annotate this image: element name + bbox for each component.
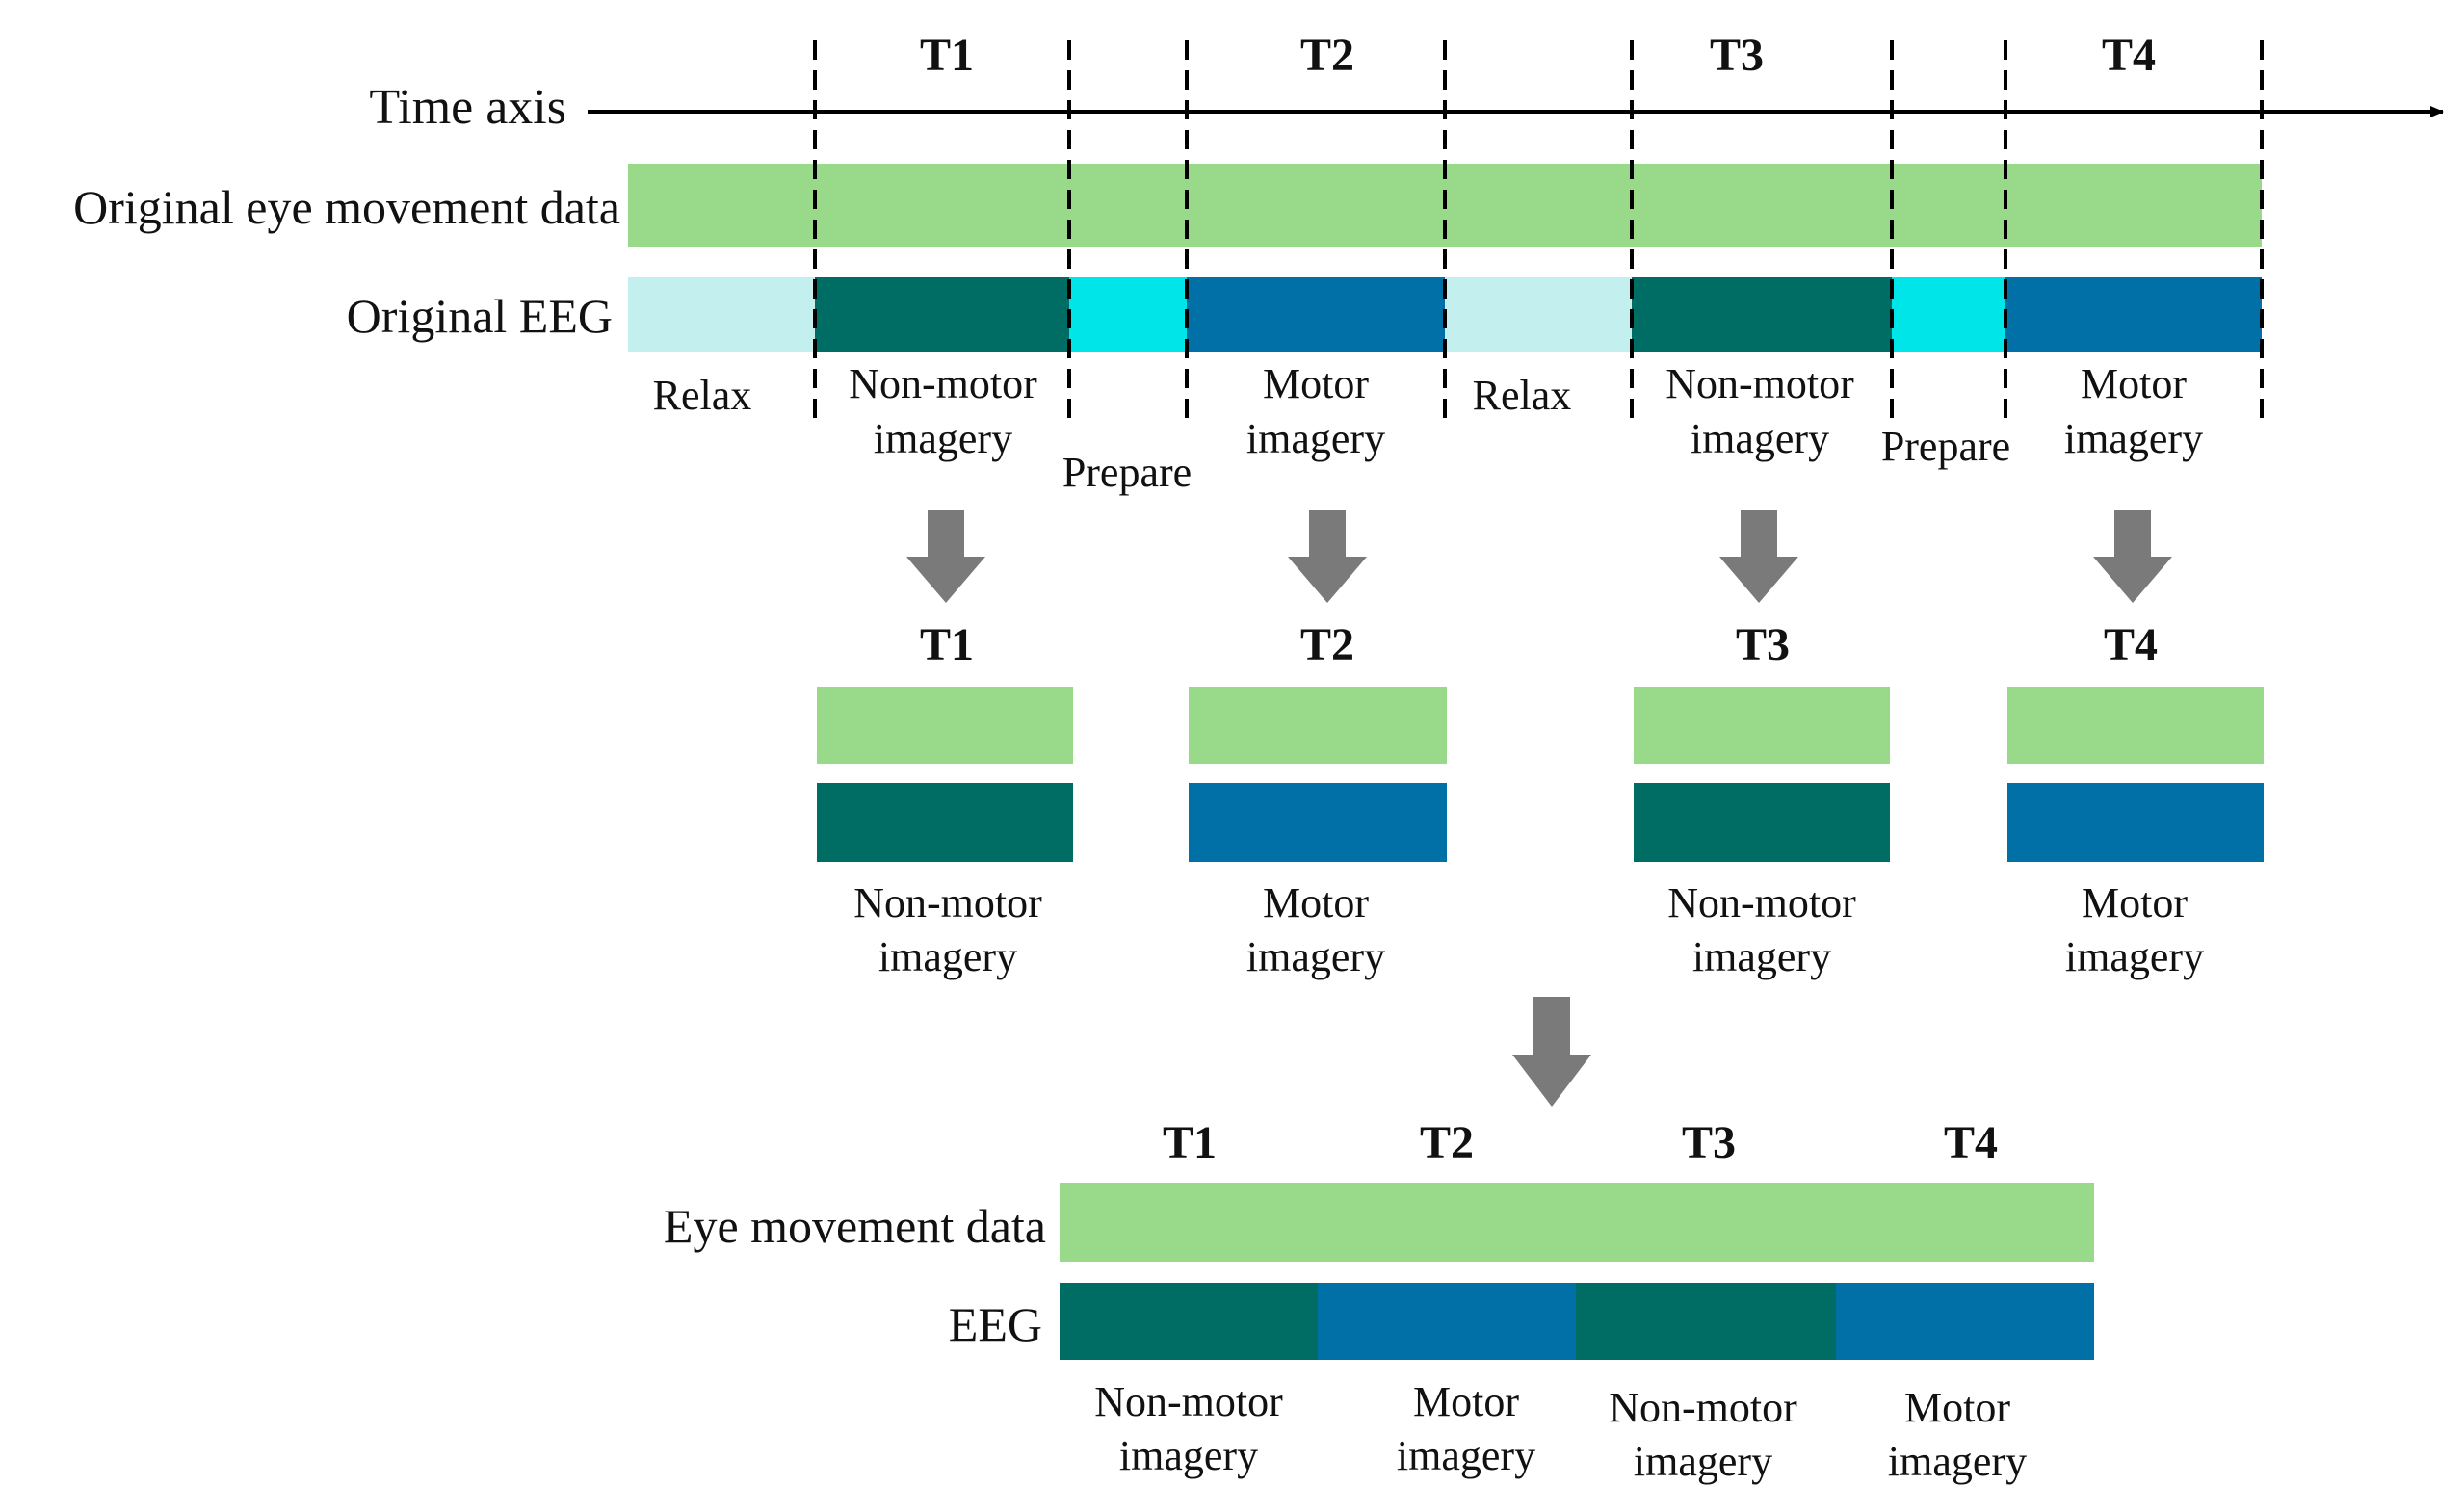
bottom-label-t1-line2: imagery [1119, 1432, 1258, 1479]
top-trial-t2: T2 [1300, 30, 1354, 81]
mid-label-t3-line1: Non-motor [1667, 879, 1856, 926]
eeg-segment-motor-t4 [2005, 277, 2262, 352]
bottom-eeg-block-t2 [1318, 1283, 1576, 1360]
mid-eeg-block-t1 [817, 783, 1073, 862]
mid-eeg-block-t2 [1189, 783, 1447, 862]
mid-eye-block-t1 [817, 687, 1073, 764]
eeg-segment-prepare-1 [1069, 277, 1187, 352]
segment-label-non-motor-t3-line1: Non-motor [1665, 360, 1854, 407]
top-trial-t4: T4 [2102, 30, 2156, 81]
original-eeg-label: Original EEG [347, 289, 613, 343]
trial-boundaries [813, 40, 2264, 426]
mid-trial-t2: T2 [1300, 619, 1354, 670]
segment-label-prepare-1: Prepare [1062, 449, 1192, 496]
eeg-segment-relax-2 [1445, 277, 1632, 352]
bottom-eeg-block-t3 [1576, 1283, 1836, 1360]
bottom-label-t1-line1: Non-motor [1094, 1378, 1283, 1425]
mid-trial-t1: T1 [920, 619, 974, 670]
eeg-segment-non-motor-t1 [815, 277, 1069, 352]
down-arrow-t3 [1719, 510, 1798, 603]
top-trial-t1: T1 [920, 30, 974, 81]
down-arrow-t1 [906, 510, 985, 603]
mid-trial-t3: T3 [1736, 619, 1790, 670]
mid-eye-block-t3 [1634, 687, 1890, 764]
bottom-eeg-block-t4 [1836, 1283, 2094, 1360]
mid-label-t3-line2: imagery [1692, 933, 1831, 980]
segment-label-prepare-2: Prepare [1881, 423, 2010, 470]
bottom-eeg-label: EEG [949, 1297, 1042, 1351]
eeg-segment-relax-1 [628, 277, 815, 352]
bottom-label-t4-line2: imagery [1888, 1438, 2027, 1485]
bottom-eeg-block-t1 [1060, 1283, 1318, 1360]
down-arrow-t4 [2093, 510, 2172, 603]
mid-label-t1-line1: Non-motor [853, 879, 1042, 926]
bottom-label-t2-line2: imagery [1397, 1432, 1535, 1479]
segment-label-motor-t2-line2: imagery [1246, 415, 1385, 462]
down-arrow-t2 [1288, 510, 1367, 603]
segment-label-non-motor-t1-line1: Non-motor [849, 360, 1037, 407]
mid-eye-block-t2 [1189, 687, 1447, 764]
bottom-eye-label: Eye movement data [664, 1199, 1046, 1253]
original-eye-label: Original eye movement data [73, 180, 620, 234]
mid-label-t1-line2: imagery [878, 933, 1017, 980]
bottom-label-t2-line1: Motor [1413, 1378, 1519, 1425]
top-section: Time axis T1 T2 T3 T4 Original eye movem… [73, 30, 2444, 496]
bottom-label-t4-line1: Motor [1904, 1384, 2010, 1431]
bottom-eye-movement-bar [1060, 1183, 2094, 1262]
bottom-trial-t3: T3 [1682, 1117, 1736, 1168]
bottom-trial-t2: T2 [1420, 1117, 1474, 1168]
time-axis-label: Time axis [369, 80, 566, 135]
segment-label-motor-t4-line2: imagery [2064, 415, 2203, 462]
segment-label-relax-1: Relax [653, 372, 752, 419]
mid-label-t2-line1: Motor [1263, 879, 1369, 926]
segment-label-motor-t4-line1: Motor [2081, 360, 2187, 407]
mid-label-t4-line2: imagery [2065, 933, 2204, 980]
middle-section: T1 T2 T3 T4 Non-motor imagery Motor imag… [817, 619, 2264, 980]
extraction-arrows [906, 510, 2172, 603]
segment-label-motor-t2-line1: Motor [1263, 360, 1369, 407]
mid-label-t2-line2: imagery [1246, 933, 1385, 980]
eeg-segment-motor-t2 [1187, 277, 1445, 352]
eeg-segment-prepare-2 [1892, 277, 2005, 352]
mid-label-t4-line1: Motor [2082, 879, 2188, 926]
bottom-label-t3-line2: imagery [1634, 1438, 1772, 1485]
bottom-trial-t1: T1 [1163, 1117, 1217, 1168]
eeg-segment-non-motor-t3 [1632, 277, 1892, 352]
down-arrow-concatenate [1512, 997, 1591, 1107]
mid-eeg-block-t4 [2007, 783, 2264, 862]
bottom-section: T1 T2 T3 T4 Eye movement data EEG Non-mo… [664, 1117, 2094, 1485]
mid-eeg-block-t3 [1634, 783, 1890, 862]
segment-label-relax-2: Relax [1473, 372, 1572, 419]
top-trial-t3: T3 [1710, 30, 1764, 81]
bottom-label-t3-line1: Non-motor [1609, 1384, 1797, 1431]
segment-label-non-motor-t3-line2: imagery [1691, 415, 1829, 462]
segment-label-non-motor-t1-line2: imagery [874, 415, 1012, 462]
mid-trial-t4: T4 [2104, 619, 2158, 670]
bottom-trial-t4: T4 [1944, 1117, 1998, 1168]
mid-eye-block-t4 [2007, 687, 2264, 764]
